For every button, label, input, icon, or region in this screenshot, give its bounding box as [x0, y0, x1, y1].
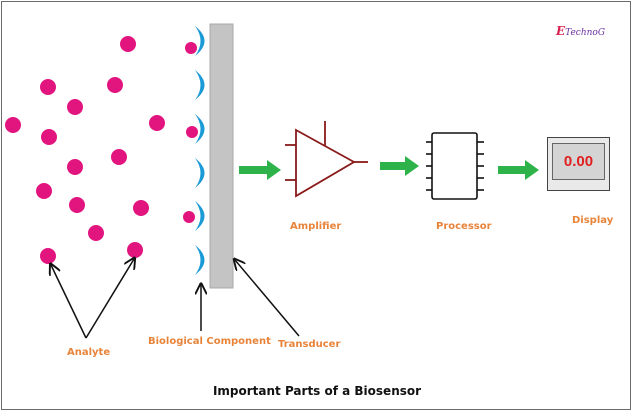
- analyte-molecule: [186, 126, 198, 138]
- analyte-molecule: [133, 200, 149, 216]
- analyte-molecule: [40, 248, 56, 264]
- analyte-molecule: [69, 197, 85, 213]
- analyte-molecule: [41, 129, 57, 145]
- brand-logo-text: TechnoG: [565, 28, 606, 38]
- analyte-molecule: [127, 242, 143, 258]
- bio-receptor: [195, 158, 205, 188]
- diagram-title: Important Parts of a Biosensor: [212, 384, 422, 398]
- processor-label: Processor: [436, 221, 492, 232]
- brand-logo: ETechnoG: [556, 24, 605, 38]
- pointer-transducer: [235, 260, 300, 337]
- analyte-molecule: [88, 225, 104, 241]
- analyte-molecule: [185, 42, 197, 54]
- display-reading: 0.00: [563, 153, 594, 170]
- biological-component-label: Biological Component: [148, 336, 271, 347]
- bio-receptor: [195, 201, 205, 231]
- analyte-label: Analyte: [67, 347, 111, 358]
- flow-arrow-amplifier-to-processor: [380, 156, 419, 176]
- display-screen: 0.00: [552, 143, 605, 180]
- signal-flow-arrows: [239, 156, 539, 180]
- pointer-analyte-left: [51, 265, 87, 339]
- analyte-molecule: [149, 115, 165, 131]
- display-device: 0.00: [547, 137, 610, 191]
- transducer-plate: [209, 23, 234, 289]
- amplifier-symbol: [285, 121, 368, 198]
- processor-chip: [426, 132, 484, 200]
- analyte-molecule: [5, 117, 21, 133]
- flow-arrow-processor-to-display: [498, 160, 539, 180]
- pointer-analyte-right: [85, 259, 134, 339]
- analyte-molecule: [67, 159, 83, 175]
- amplifier-label: Amplifier: [290, 221, 342, 232]
- brand-logo-initial: E: [556, 24, 566, 38]
- analyte-molecule: [36, 183, 52, 199]
- analyte-molecule: [183, 211, 195, 223]
- display-label: Display: [572, 215, 614, 226]
- transducer-label: Transducer: [278, 339, 341, 350]
- analyte-molecule: [111, 149, 127, 165]
- bio-receptor: [195, 114, 205, 144]
- bio-receptor: [195, 26, 205, 56]
- bio-receptor: [195, 245, 205, 275]
- flow-arrow-transducer-to-amplifier: [239, 160, 281, 180]
- bio-receptor: [195, 70, 205, 100]
- pointer-arrows: [51, 259, 300, 339]
- biological-component-receptors: [195, 26, 205, 275]
- analyte-molecules: [5, 36, 198, 264]
- analyte-molecule: [67, 99, 83, 115]
- analyte-molecule: [40, 79, 56, 95]
- analyte-molecule: [120, 36, 136, 52]
- analyte-molecule: [107, 77, 123, 93]
